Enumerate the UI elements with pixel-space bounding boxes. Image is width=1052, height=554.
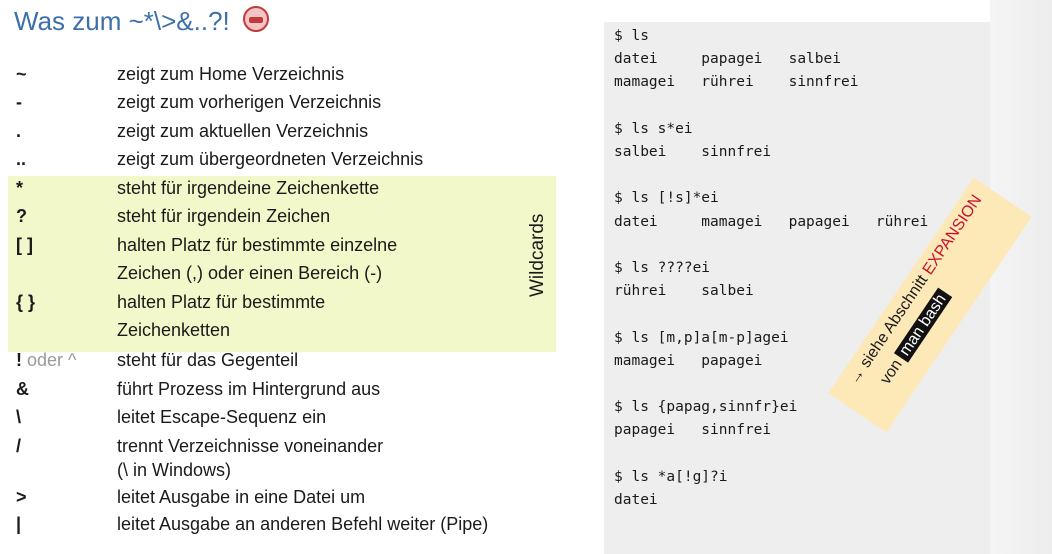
symbol-description: Zeichen (,) oder einen Bereich (-) (117, 263, 383, 283)
symbol: ! oder ^ (16, 346, 76, 374)
symbol-char: [ ] (16, 235, 33, 255)
symbol-description: (\ in Windows) (117, 460, 232, 480)
symbol-char: ? (16, 206, 27, 226)
symbol-char: | (16, 514, 22, 534)
symbol-char: .. (16, 149, 27, 169)
terminal-output-line: datei papagei salbei (614, 51, 841, 68)
symbol-char: / (16, 436, 22, 456)
symbol-char: > (16, 487, 27, 507)
terminal-command: $ ls ????ei (614, 260, 711, 276)
wildcards-label: Wildcards (527, 213, 548, 297)
symbol-char: { } (16, 292, 36, 312)
symbol-char: - (16, 92, 22, 112)
symbol: | (16, 510, 21, 538)
symbol-description: zeigt zum übergeordneten Verzeichnis (117, 149, 424, 169)
terminal-output-line: mamagei papagei (614, 352, 763, 369)
symbol-char: & (16, 379, 29, 399)
symbol-char: ~ (16, 64, 27, 84)
terminal-command: $ ls {papag,sinnfr}ei (614, 399, 798, 416)
symbol: .. (16, 145, 26, 173)
symbol: \ (16, 403, 21, 431)
symbol-description: zeigt zum Home Verzeichnis (117, 64, 345, 84)
symbol: > (16, 483, 27, 511)
symbol-description: Zeichenketten (117, 320, 231, 340)
symbol: & (16, 375, 29, 403)
terminal-output-line: rührei salbei (614, 283, 754, 300)
terminal-output-line: datei (614, 492, 658, 508)
terminal-output-line: mamagei rührei sinnfrei (614, 74, 859, 91)
terminal-command: $ ls s*ei (614, 120, 693, 137)
symbol: [ ] (16, 231, 33, 259)
title-text: Was zum ~*\>&..?! (14, 6, 230, 36)
symbol-description: leitet Ausgabe in eine Datei um (117, 487, 366, 507)
symbol-description: zeigt zum vorherigen Verzeichnis (117, 92, 382, 112)
symbol-description: zeigt zum aktuellen Verzeichnis (117, 121, 369, 141)
side-panel (990, 0, 1052, 554)
terminal-output-line: salbei sinnfrei (614, 144, 772, 160)
terminal-command: $ ls [m,p]a[m-p]agei (614, 329, 789, 346)
symbol-description: halten Platz für bestimmte (117, 292, 326, 312)
symbol-description: führt Prozess im Hintergrund aus (117, 379, 381, 399)
wildcards-highlight (8, 176, 556, 352)
symbol-description: leitet Escape-Sequenz ein (117, 407, 327, 427)
symbol-alt: oder ^ (22, 350, 77, 370)
symbol: ? (16, 202, 27, 230)
terminal-output-line: datei mamagei papagei rührei (614, 213, 929, 230)
symbol-description: steht für irgendein Zeichen (117, 206, 331, 226)
symbol-description: steht für irgendeine Zeichenkette (117, 178, 380, 198)
symbol: ~ (16, 60, 27, 88)
symbol-description: leitet Ausgabe an anderen Befehl weiter … (117, 514, 489, 534)
symbol-description: trennt Verzeichnisse voneinander (117, 436, 384, 456)
terminal-command: $ ls (614, 28, 649, 44)
terminal-command: $ ls *a[!g]?i (614, 468, 728, 485)
symbol: - (16, 88, 22, 116)
shocked-face-icon (243, 6, 270, 32)
terminal-output-line: papagei sinnfrei (614, 422, 772, 439)
symbol-description: halten Platz für bestimmte einzelne (117, 235, 398, 255)
page-title: Was zum ~*\>&..?! (14, 6, 270, 37)
symbol-char: * (16, 178, 24, 198)
symbol-char: \ (16, 407, 22, 427)
symbol-char: . (16, 121, 22, 141)
symbol-char: ! (16, 350, 22, 370)
symbol: { } (16, 288, 35, 316)
symbol-description: steht für das Gegenteil (117, 350, 299, 370)
symbol: / (16, 432, 21, 460)
terminal-command: $ ls [!s]*ei (614, 190, 719, 207)
symbol: . (16, 117, 21, 145)
symbol: * (16, 174, 23, 202)
